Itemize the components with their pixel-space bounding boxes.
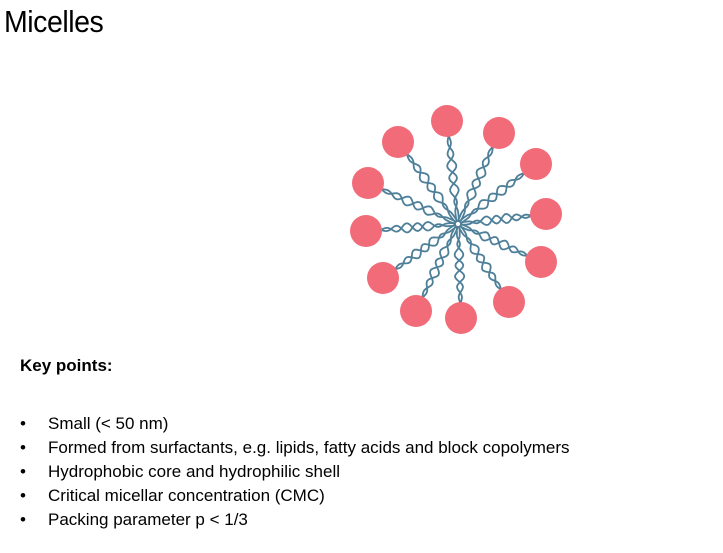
hydrophobic-tail [459,225,530,258]
bullet-dot: • [20,486,26,505]
bullet-item: • Packing parameter p < 1/3 [20,508,570,532]
hydrophilic-head [400,295,432,327]
bullet-dot: • [20,414,26,433]
micelle-heads [350,105,562,334]
slide-title: Micelles [4,4,104,39]
bullet-dot: • [20,462,26,481]
hydrophobic-tail [460,171,526,224]
hydrophilic-head [530,198,562,230]
hydrophilic-head [382,126,414,158]
bullet-item: • Hydrophobic core and hydrophilic shell [20,460,570,484]
micelle-tails [379,134,533,305]
hydrophilic-head [352,167,384,199]
bullet-item: • Critical micellar concentration (CMC) [20,484,570,508]
hydrophobic-tail [453,225,465,305]
bullet-text: Hydrophobic core and hydrophilic shell [48,462,340,481]
hydrophilic-head [445,302,477,334]
hydrophobic-tail [379,221,456,233]
hydrophobic-tail [393,223,456,271]
bullet-text: Critical micellar concentration (CMC) [48,486,325,505]
hydrophobic-tail [460,213,533,226]
hydrophilic-head [431,105,463,137]
bullet-dot: • [20,438,26,457]
bullet-dot: • [20,510,26,529]
hydrophilic-head [525,246,557,278]
micelle-diagram [350,105,562,334]
key-points-list: • Small (< 50 nm) • Formed from surfactant… [20,412,570,532]
hydrophobic-tail [446,134,460,222]
hydrophobic-tail [405,152,459,222]
hydrophobic-tail [379,187,457,223]
hydrophobic-tail [459,144,495,223]
key-points-heading: Key points: [20,356,113,375]
bullet-item: • Formed from surfactants, e.g. lipids, f… [20,436,570,460]
bullet-text: Formed from surfactants, e.g. lipids, fa… [48,438,570,457]
hydrophilic-head [350,215,382,247]
hydrophilic-head [520,148,552,180]
bullet-item: • Small (< 50 nm) [20,412,570,436]
hydrophilic-head [367,262,399,294]
hydrophilic-head [493,286,525,318]
hydrophobic-tail [457,226,503,292]
bullet-text: Packing parameter p < 1/3 [48,510,248,529]
hydrophobic-tail [421,225,457,300]
hydrophilic-head [483,117,515,149]
bullet-text: Small (< 50 nm) [48,414,169,433]
